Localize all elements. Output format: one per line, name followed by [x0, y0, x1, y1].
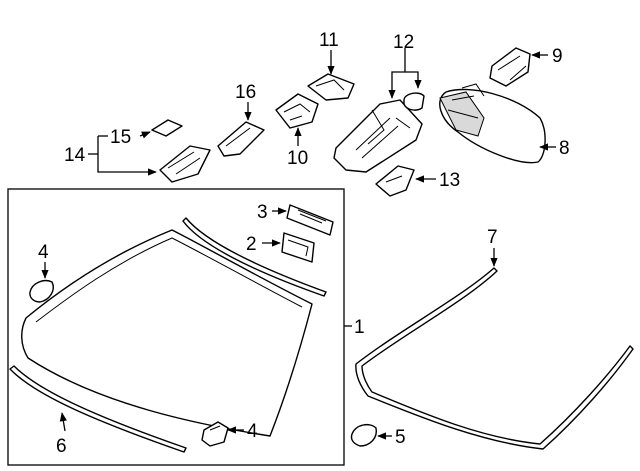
base-plate-icon[interactable]: [375, 165, 415, 197]
windshield-seal-icon[interactable]: [355, 267, 634, 450]
camera-bracket-icon[interactable]: [307, 73, 355, 101]
sensor-housing-icon[interactable]: [281, 232, 315, 263]
callout-16[interactable]: 16: [235, 82, 256, 103]
molding-strip-icon[interactable]: [9, 365, 187, 453]
callout-12[interactable]: 12: [393, 32, 414, 53]
cap-icon[interactable]: [350, 423, 377, 447]
callout-9[interactable]: 9: [552, 46, 563, 67]
windshield-glass-icon[interactable]: [21, 229, 313, 437]
assembly-frame: [7, 188, 345, 466]
callout-11[interactable]: 11: [319, 30, 339, 51]
callout-13[interactable]: 13: [439, 170, 460, 191]
callout-4-bottom[interactable]: 4: [247, 421, 258, 442]
housing-cover-icon[interactable]: [159, 145, 211, 183]
callout-6[interactable]: 6: [56, 436, 67, 457]
callout-7[interactable]: 7: [487, 227, 498, 248]
sensor-bracket-icon[interactable]: [201, 421, 229, 447]
camera-cover-icon[interactable]: [286, 204, 334, 236]
callout-2[interactable]: 2: [246, 234, 257, 255]
callout-4-top[interactable]: 4: [38, 242, 49, 263]
callout-3[interactable]: 3: [257, 202, 268, 223]
callout-1[interactable]: 1: [354, 317, 365, 338]
pad-icon[interactable]: [151, 119, 183, 137]
callout-14[interactable]: 14: [64, 145, 86, 166]
callout-10[interactable]: 10: [287, 148, 308, 169]
mirror-cover-icon[interactable]: [489, 47, 531, 87]
sensor-mount-icon[interactable]: [275, 93, 319, 129]
mirror-bracket-icon[interactable]: [333, 92, 425, 173]
garnish-clip-icon[interactable]: [217, 121, 265, 157]
callout-5[interactable]: 5: [395, 427, 406, 448]
upper-molding-icon[interactable]: [182, 217, 327, 297]
callout-15[interactable]: 15: [110, 127, 131, 148]
callout-8[interactable]: 8: [559, 138, 570, 159]
rearview-mirror-icon[interactable]: [439, 83, 546, 164]
sensor-cover-icon[interactable]: [29, 279, 54, 303]
